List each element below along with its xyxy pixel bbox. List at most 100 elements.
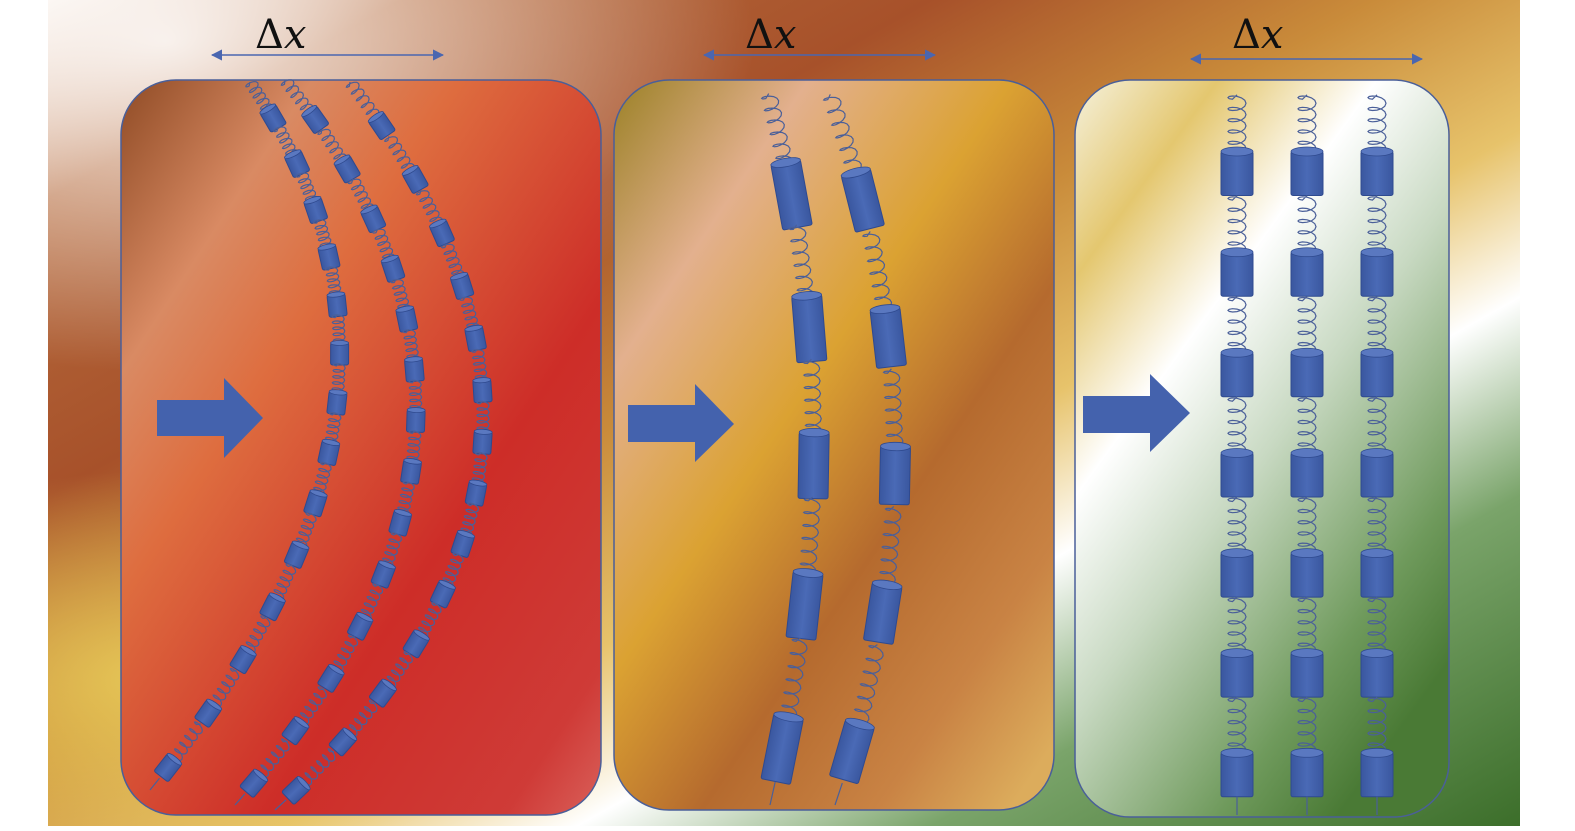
cylinder-block (760, 711, 804, 785)
cylinder-block (1220, 648, 1254, 698)
spring (799, 496, 821, 579)
spring (260, 738, 290, 778)
cylinder-block (464, 479, 488, 507)
spring (345, 81, 380, 119)
spring (760, 93, 794, 170)
spring (878, 506, 902, 587)
cylinder-block (1360, 146, 1394, 196)
cylinder-block (1360, 247, 1394, 297)
cylinder-block (797, 427, 830, 500)
cylinder-block (1290, 448, 1324, 498)
cylinder-block (326, 291, 348, 318)
spring (312, 461, 332, 498)
spring (802, 358, 823, 439)
right-arrow-icon (628, 384, 734, 462)
spring (347, 178, 375, 213)
spring (1367, 396, 1387, 458)
chain-end-line (149, 777, 160, 791)
cylinder-block (369, 678, 397, 708)
spring (460, 502, 480, 539)
cylinder-block (360, 204, 387, 233)
spring (882, 368, 904, 449)
spring (396, 480, 415, 517)
cylinder-block (878, 441, 911, 506)
chains-layer (149, 79, 1394, 815)
cylinder-block (404, 356, 425, 383)
chain-end-line (769, 781, 776, 806)
spring (442, 552, 464, 589)
spring (386, 651, 414, 688)
cylinder-block (367, 111, 396, 140)
cylinder-block (347, 612, 374, 641)
spring (1297, 195, 1317, 257)
cylinder-block (1290, 548, 1324, 598)
spring (384, 136, 415, 173)
spring (390, 278, 411, 314)
cylinder-block (1290, 347, 1324, 398)
cylinder-block (1220, 146, 1254, 196)
right-arrow-icon (157, 378, 263, 458)
spring (381, 531, 403, 569)
cylinder-block (472, 377, 493, 404)
spring (1297, 295, 1317, 358)
cylinder-block (1290, 747, 1324, 798)
spring (371, 228, 396, 263)
spring (1297, 496, 1317, 558)
cylinder-block (380, 254, 406, 283)
cylinder-block (472, 428, 493, 455)
delta-x-label-2: Δx (745, 12, 796, 58)
delta-x-label-3: Δx (1232, 12, 1283, 58)
spring (440, 243, 465, 280)
spring (299, 686, 328, 725)
cylinder-block (400, 458, 422, 485)
cylinder-block (229, 645, 257, 675)
cylinder-block (791, 291, 828, 364)
cylinder-block (1290, 648, 1324, 698)
spring (1367, 496, 1387, 558)
cylinder-block (1220, 247, 1254, 297)
delta-x-label-1: Δx (255, 12, 306, 58)
chain-end-line (234, 793, 246, 806)
cylinder-block (1360, 448, 1394, 498)
cylinder-block (317, 243, 341, 271)
cylinder-block (303, 196, 328, 224)
cylinder-block (154, 752, 183, 782)
cylinder-block (239, 768, 269, 798)
spring (1367, 195, 1387, 257)
cylinder-block (317, 438, 341, 466)
spring (348, 699, 378, 738)
cylinder-block (785, 568, 824, 641)
spring (173, 721, 203, 762)
cylinder-block (1360, 648, 1394, 698)
spring (1367, 696, 1387, 758)
spring (245, 81, 274, 113)
spring (861, 231, 893, 312)
spring (780, 637, 808, 721)
cylinder-block (281, 716, 310, 746)
spring (273, 563, 297, 601)
cylinder-block (1220, 347, 1254, 398)
cylinder-block (829, 717, 875, 784)
panel-1-box (120, 79, 602, 816)
cylinder-block (284, 149, 310, 178)
spring (853, 644, 884, 725)
cylinder-block (770, 157, 813, 231)
cylinder-block (303, 489, 328, 518)
cylinder-block (333, 154, 361, 184)
spring (1297, 696, 1317, 758)
spring (1227, 295, 1247, 358)
cylinder-block (869, 304, 907, 369)
spring (1297, 396, 1317, 458)
cylinder-block (401, 165, 429, 194)
spring (1227, 496, 1247, 558)
panel-2-box (613, 79, 1055, 811)
cylinder-block (406, 407, 426, 433)
cylinder-block (402, 629, 430, 659)
cylinder-block (281, 775, 311, 805)
cylinder-block (301, 105, 329, 134)
spring (459, 296, 480, 333)
cylinder-block (326, 389, 348, 416)
cylinder-block (194, 698, 223, 728)
spring (1227, 396, 1247, 458)
